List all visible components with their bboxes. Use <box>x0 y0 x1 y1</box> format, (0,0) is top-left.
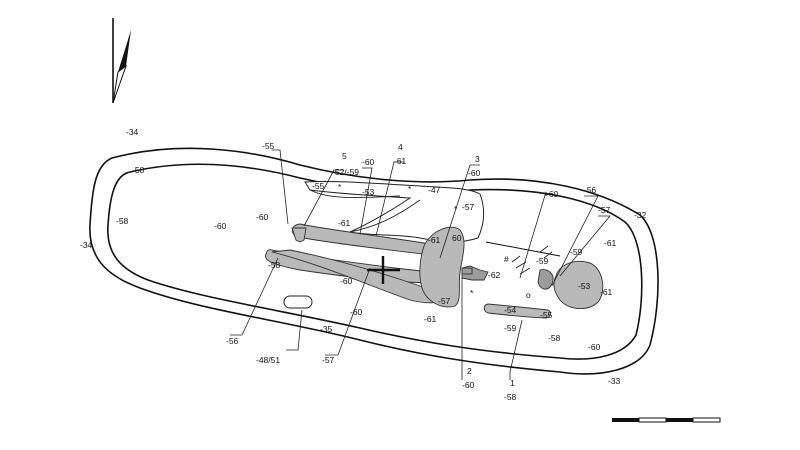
rod-find <box>485 241 561 257</box>
find-5-object <box>291 227 307 243</box>
mark-symbol: * <box>470 288 474 298</box>
find-number: 2 <box>467 366 472 376</box>
elevation-label: -34 <box>80 240 93 250</box>
mark-symbol: * <box>454 204 458 214</box>
elevation-label: -60 <box>256 212 269 222</box>
elevation-label: -53 <box>578 281 591 291</box>
elevation-label: -61 <box>428 235 441 245</box>
find-number: 4 <box>398 142 403 152</box>
elevation-label: -61 <box>338 218 351 228</box>
elevation-label: -32 <box>634 210 647 220</box>
find-depth: -60 <box>462 380 475 390</box>
elevation-label: -62 <box>488 270 501 280</box>
elevation-label: -60 <box>350 307 363 317</box>
callout-label: -59 <box>570 247 583 257</box>
pelvis <box>419 226 465 308</box>
skull <box>553 260 604 309</box>
find-2-object <box>461 267 473 275</box>
north-arrow-icon <box>112 18 131 104</box>
elevation-label: -58 <box>548 333 561 343</box>
elevation-label: -55 <box>540 310 553 320</box>
elevation-label: -54 <box>504 305 517 315</box>
elevation-label: -57 <box>462 202 475 212</box>
mark-symbol: * <box>408 184 412 194</box>
elevation-label: 60 <box>452 233 462 243</box>
elevation-label: -47 <box>428 185 441 195</box>
callout-label: -56 <box>226 336 239 346</box>
callout-label: -60 <box>546 189 559 199</box>
datum-cross-icon <box>367 256 400 284</box>
elevation-label: -59 <box>504 323 517 333</box>
jaw <box>537 269 554 290</box>
forearm <box>483 303 551 319</box>
mark-symbol: * <box>338 182 342 192</box>
elevation-label: -61 <box>604 238 617 248</box>
callout-label: -56 <box>584 185 597 195</box>
callout-label: -60 <box>362 157 375 167</box>
callout-label: -57 <box>598 205 611 215</box>
find-depth: -60 <box>468 168 481 178</box>
mark-symbol: o <box>526 290 531 300</box>
find-number: 3 <box>475 154 480 164</box>
elevation-label: -61 <box>424 314 437 324</box>
small-deposit <box>283 295 313 309</box>
elevation-label: -52/-59 <box>332 167 359 177</box>
elevation-label: -60 <box>214 221 227 231</box>
find-depth: -61 <box>394 156 407 166</box>
callout-label: -55 <box>262 141 275 151</box>
elevation-label: -33 <box>608 376 621 386</box>
grave-pit-outline <box>89 147 659 375</box>
callout-label: -57 <box>322 355 335 365</box>
elevation-label: -58 <box>268 260 281 270</box>
elevation-label: -58 <box>132 165 145 175</box>
elevation-label: -57 <box>438 296 451 306</box>
elevation-label: -60 <box>588 342 601 352</box>
find-depth: -58 <box>504 392 517 402</box>
elevation-label: -59 <box>536 256 549 266</box>
elevation-label: -58 <box>116 216 129 226</box>
elevation-label: -60 <box>340 276 353 286</box>
elevation-label: -61 <box>600 287 613 297</box>
elevation-label: -34 <box>126 127 139 137</box>
find-number: 5 <box>342 151 347 161</box>
find-number: 1 <box>510 378 515 388</box>
elevation-label: -55 <box>312 181 325 191</box>
mark-symbol: # <box>504 254 509 264</box>
elevation-label: -53 <box>362 187 375 197</box>
scale-bar <box>612 417 721 423</box>
elevation-label: -35 <box>320 324 333 334</box>
callout-label: -48/51 <box>256 355 280 365</box>
